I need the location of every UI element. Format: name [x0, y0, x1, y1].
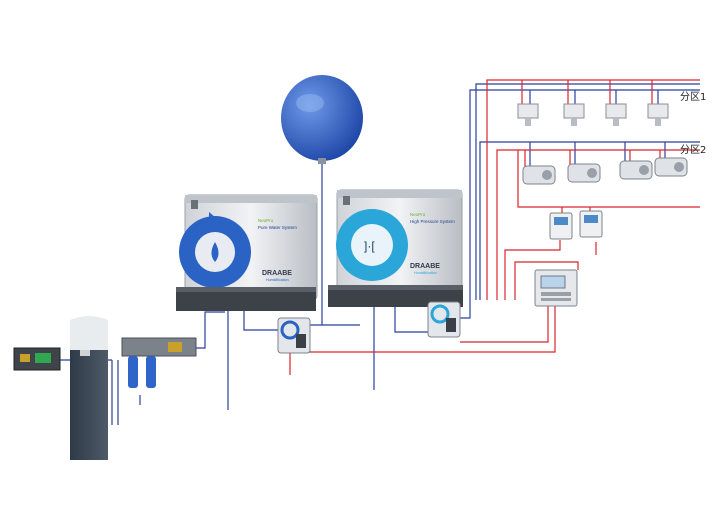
- hp-brand-small: NeoPro: [410, 212, 426, 217]
- supply-lines: [60, 83, 700, 425]
- zone2-head: [654, 157, 688, 177]
- hp-control-panel: [427, 301, 461, 338]
- zone2-head: [567, 163, 601, 183]
- control-lines: [289, 79, 700, 375]
- zone1-nozzles: [517, 103, 669, 126]
- pure-system-name: Pure Water System: [258, 225, 297, 230]
- humidity-sensor: [549, 212, 573, 240]
- hp-symbol: ]·[: [364, 239, 375, 253]
- humidity-sensor: [579, 210, 603, 238]
- supply-line-zone2: [479, 141, 700, 300]
- control-line-zone1: [486, 79, 700, 300]
- filter-manifold: [121, 337, 197, 388]
- zone-controller: [534, 269, 578, 307]
- pure-water-system-unit: NeoPro Pure Water System DRAABE Humidifi…: [176, 194, 318, 311]
- pure-logo-sub: Humidification: [266, 278, 289, 282]
- hp-logo: DRAABE: [410, 263, 440, 270]
- pure-control-panel: [277, 317, 311, 354]
- pure-brand-small: NeoPro: [258, 218, 274, 223]
- zone2-head: [522, 165, 556, 185]
- high-pressure-system-unit: ]·[ NeoPro High Pressure System DRAABE H…: [328, 189, 463, 307]
- supply-line-zone1-upper: [475, 83, 700, 300]
- pure-logo: DRAABE: [262, 270, 292, 277]
- zone2-head: [619, 160, 653, 180]
- zone2-heads: [522, 157, 688, 185]
- zone1-nozzle: [605, 103, 627, 126]
- zone1-nozzle: [563, 103, 585, 126]
- zone2-label: 分区2: [680, 145, 707, 156]
- zone1-nozzle: [517, 103, 539, 126]
- humidity-sensors: [549, 210, 603, 240]
- hp-system-name: High Pressure System: [410, 219, 455, 224]
- water-treatment-column: [70, 316, 108, 460]
- zone1-nozzle: [647, 103, 669, 126]
- hp-logo-sub: Humidification: [414, 271, 437, 275]
- expansion-vessel: [281, 75, 363, 164]
- pre-filter-panel: [13, 347, 61, 371]
- zone1-label: 分区1: [680, 92, 707, 103]
- supply-line-zone1: [469, 89, 700, 300]
